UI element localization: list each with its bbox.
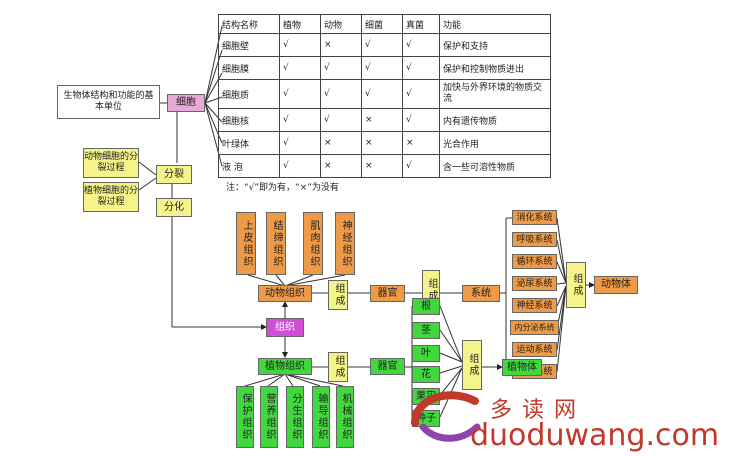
plant-organ-item: 根 (412, 298, 440, 315)
table-row: 细胞膜 √ √ √ √ 保护和控制物质进出 (218, 56, 551, 80)
animal-tissue-box: 肌肉组织 (303, 212, 323, 275)
table-cell: × (320, 131, 362, 155)
animal-tissue-box: 上皮组织 (236, 212, 256, 275)
table-cell: 细胞质 (218, 79, 280, 109)
system-item: 内分泌系统 (510, 320, 559, 335)
table-cell: 细胞壁 (218, 33, 280, 57)
table-cell: √ (279, 154, 321, 178)
table-cell: √ (320, 108, 362, 132)
cell-structure-table: 结构名称 植物 动物 细菌 真菌 功能 细胞壁 √ × √ √ 保护和支持 细胞… (218, 14, 551, 178)
table-cell: √ (402, 56, 440, 80)
table-cell: √ (402, 33, 440, 57)
animal-tissue-box: 结缔组织 (266, 212, 286, 275)
table-cell: 叶绿体 (218, 131, 280, 155)
plant-tissue-box: 保护组织 (236, 386, 254, 448)
table-cell: 保护和支持 (439, 33, 551, 57)
table-row: 细胞壁 √ × √ √ 保护和支持 (218, 33, 551, 57)
animal-body-node: 动物体 (594, 276, 638, 294)
plant-organ-item: 花 (412, 366, 440, 383)
system-item: 运动系统 (512, 342, 557, 357)
plant-tissue-box: 分生组织 (286, 386, 304, 448)
system-item: 神经系统 (512, 298, 557, 313)
watermark-logo-icon (411, 391, 481, 442)
watermark-en: duoduwang.com (470, 418, 720, 453)
plant-organ-item: 茎 (412, 322, 440, 339)
table-header-cell: 结构名称 (218, 14, 280, 34)
table-cell: √ (320, 56, 362, 80)
table-cell: √ (402, 108, 440, 132)
compose-node: 组成 (566, 262, 586, 308)
compose-node: 组成 (328, 352, 348, 382)
table-header-cell: 动物 (320, 14, 362, 34)
plant-tissue-box: 营养组织 (260, 386, 278, 448)
table-header-cell: 功能 (439, 14, 551, 34)
table-cell: √ (279, 33, 321, 57)
table-cell: 内有遗传物质 (439, 108, 551, 132)
table-cell: √ (279, 131, 321, 155)
table-cell: × (361, 154, 403, 178)
table-row: 液 泡 √ × × √ 含一些可溶性物质 (218, 154, 551, 178)
table-header-cell: 植物 (279, 14, 321, 34)
table-cell: √ (279, 108, 321, 132)
plant-organ-item: 叶 (412, 345, 440, 362)
differentiation-node: 分化 (156, 198, 192, 217)
plant-division-box: 植物细胞的分裂过程 (83, 182, 139, 212)
table-row: 细胞核 √ √ × √ 内有遗传物质 (218, 108, 551, 132)
compose-node: 组成 (462, 340, 482, 390)
watermark-cn: 多读网 (490, 398, 587, 423)
table-cell: 液 泡 (218, 154, 280, 178)
plant-tissue-box: 输导组织 (312, 386, 330, 448)
table-cell: √ (361, 56, 403, 80)
table-cell: √ (361, 33, 403, 57)
table-cell: × (361, 131, 403, 155)
table-row: 细胞质 √ √ √ √ 加快与外界环境的物质交流 (218, 79, 551, 109)
system-item: 循环系统 (512, 254, 557, 269)
system-item: 消化系统 (512, 210, 557, 225)
table-header-row: 结构名称 植物 动物 细菌 真菌 功能 (218, 14, 551, 34)
tissue-node: 组织 (266, 318, 304, 337)
table-note: 注：“√”即为有，“×”为没有 (226, 183, 339, 193)
table-cell: 加快与外界环境的物质交流 (439, 79, 551, 109)
table-cell: √ (402, 154, 440, 178)
table-cell: √ (402, 79, 440, 109)
table-cell: 细胞核 (218, 108, 280, 132)
table-row: 叶绿体 √ × × × 光合作用 (218, 131, 551, 155)
table-header-cell: 真菌 (402, 14, 440, 34)
animal-tissue-box: 神经组织 (335, 212, 355, 275)
basic-unit-box: 生物体结构和功能的基本单位 (57, 85, 160, 119)
animal-division-box: 动物细胞的分裂过程 (83, 148, 139, 178)
table-cell: 光合作用 (439, 131, 551, 155)
compose-node: 组成 (328, 280, 348, 310)
table-cell: √ (320, 79, 362, 109)
system-node: 系统 (462, 285, 500, 302)
animal-tissue-node: 动物组织 (258, 285, 312, 302)
system-item: 呼吸系统 (512, 232, 557, 247)
plant-body-node: 植物体 (502, 359, 542, 376)
table-cell: √ (361, 79, 403, 109)
table-cell: × (320, 33, 362, 57)
table-cell: 保护和控制物质进出 (439, 56, 551, 80)
cell-node: 细胞 (167, 94, 205, 112)
table-cell: √ (279, 79, 321, 109)
plant-tissue-box: 机械组织 (336, 386, 354, 448)
table-cell: × (361, 108, 403, 132)
table-cell: × (402, 131, 440, 155)
animal-organ-node: 器官 (370, 285, 405, 302)
table-header-cell: 细菌 (361, 14, 403, 34)
plant-organ-node: 器官 (370, 358, 405, 375)
division-node: 分裂 (156, 165, 192, 184)
table-cell: × (320, 154, 362, 178)
plant-tissue-node: 植物组织 (258, 358, 312, 375)
system-item: 泌尿系统 (512, 276, 557, 291)
table-cell: 含一些可溶性物质 (439, 154, 551, 178)
table-cell: √ (279, 56, 321, 80)
table-cell: 细胞膜 (218, 56, 280, 80)
